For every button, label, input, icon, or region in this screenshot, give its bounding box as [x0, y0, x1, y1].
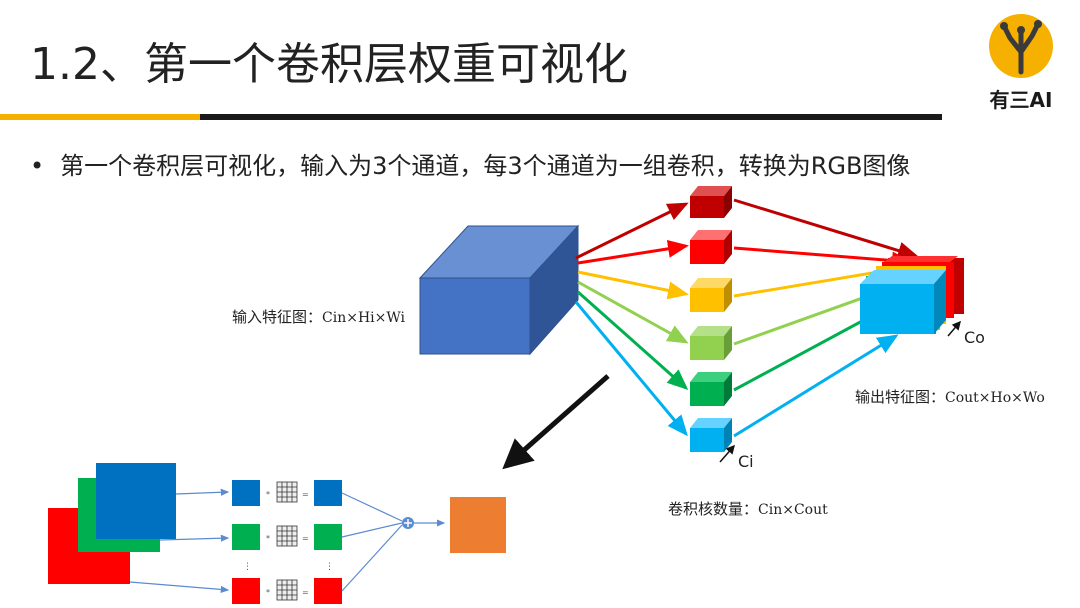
result-feature-map — [450, 497, 506, 553]
title-rule — [200, 114, 942, 120]
svg-text:*: * — [266, 588, 270, 597]
svg-text:*: * — [266, 490, 270, 499]
output-feature-label: 输出特征图：Cout×Ho×Wo — [855, 386, 1045, 407]
logo: 有三AI — [986, 8, 1056, 112]
co-arrow — [947, 320, 961, 337]
bullet-point: • 第一个卷积层可视化，输入为3个通道，每3个通道为一组卷积，转换为RGB图像 — [30, 146, 910, 181]
input-feature-formula: Cin×Hi×Wi — [322, 310, 405, 326]
zoom-arrow — [502, 374, 610, 470]
plane-arrows — [129, 488, 230, 594]
kernel-grid-icon — [276, 525, 298, 547]
kernel-arrows-in — [574, 202, 689, 437]
kernel-count-prefix: 卷积核数量： — [668, 500, 759, 518]
logo-text: 有三AI — [989, 88, 1053, 112]
channel-row-green: * = — [232, 524, 342, 550]
bullet-text: 第一个卷积层可视化，输入为3个通道，每3个通道为一组卷积，转换为RGB图像 — [60, 152, 911, 180]
channel-row-red: * = — [232, 578, 342, 604]
ellipsis-right: ⋮ — [325, 562, 334, 572]
input-feature-prefix: 输入特征图： — [232, 308, 323, 326]
ellipsis-left: ⋮ — [243, 562, 252, 572]
co-label: Co — [964, 328, 985, 347]
kernel-grid-icon — [276, 481, 298, 503]
output-feature-stack — [860, 256, 964, 334]
kernel-count-label: 卷积核数量：Cin×Cout — [668, 498, 828, 519]
svg-text:=: = — [302, 490, 309, 499]
kernel-cube-red — [690, 230, 732, 264]
kernel-cube-orange — [690, 278, 732, 312]
page-title: 1.2、第一个卷积层权重可视化 — [30, 39, 628, 90]
svg-text:=: = — [302, 588, 309, 597]
kernel-cube-sky — [690, 418, 732, 452]
kernel-count-formula: Cin×Cout — [758, 502, 828, 518]
kernel-cube-darkred — [690, 186, 732, 218]
ci-arrow — [719, 444, 735, 463]
sum-node — [341, 492, 446, 592]
kernel-grid-icon — [276, 579, 298, 601]
output-feature-formula: Cout×Ho×Wo — [945, 390, 1045, 406]
kernel-cube-lightgreen — [690, 326, 732, 360]
rgb-input-planes — [48, 463, 176, 584]
input-feature-cube — [418, 224, 580, 356]
title-rule-accent — [0, 114, 200, 120]
bullet-dot: • — [30, 152, 45, 180]
svg-text:=: = — [302, 534, 309, 543]
svg-text:*: * — [266, 534, 270, 543]
ci-label: Ci — [738, 452, 754, 471]
input-feature-label: 输入特征图：Cin×Hi×Wi — [232, 306, 405, 327]
channel-row-blue: * = — [232, 480, 342, 506]
output-feature-prefix: 输出特征图： — [855, 388, 946, 406]
logo-icon — [989, 14, 1053, 78]
kernel-cube-green — [690, 372, 732, 406]
